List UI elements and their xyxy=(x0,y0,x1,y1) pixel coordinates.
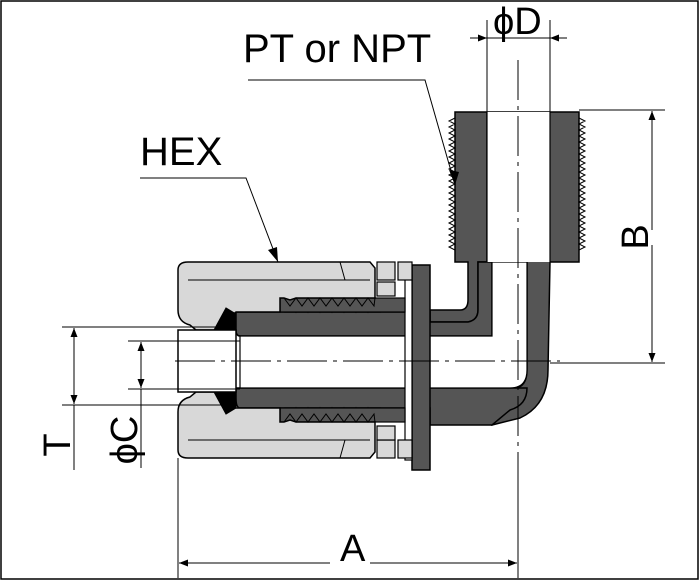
hex-leader-arrow xyxy=(268,247,278,262)
ferrule-rings xyxy=(213,307,237,415)
diameter-d-label: ϕD xyxy=(493,1,542,43)
thread-type-label: PT or NPT xyxy=(243,27,431,71)
body-flange xyxy=(411,264,431,471)
dim-b-label: B xyxy=(615,224,657,249)
collet-pieces xyxy=(376,261,413,459)
inner-bore xyxy=(239,112,550,389)
flange-gap xyxy=(404,274,413,461)
body-thread-stub xyxy=(279,297,406,423)
center-lines xyxy=(175,60,560,470)
diameter-c-label: ϕC xyxy=(104,416,146,465)
leader-lines xyxy=(140,79,456,263)
thread-leader-arrow xyxy=(449,170,459,185)
nut-thread xyxy=(283,297,376,423)
dim-t-label: T xyxy=(37,433,79,456)
dimension-lines xyxy=(62,20,665,578)
hex-label: HEX xyxy=(140,130,222,174)
dim-a-label: A xyxy=(340,528,366,570)
